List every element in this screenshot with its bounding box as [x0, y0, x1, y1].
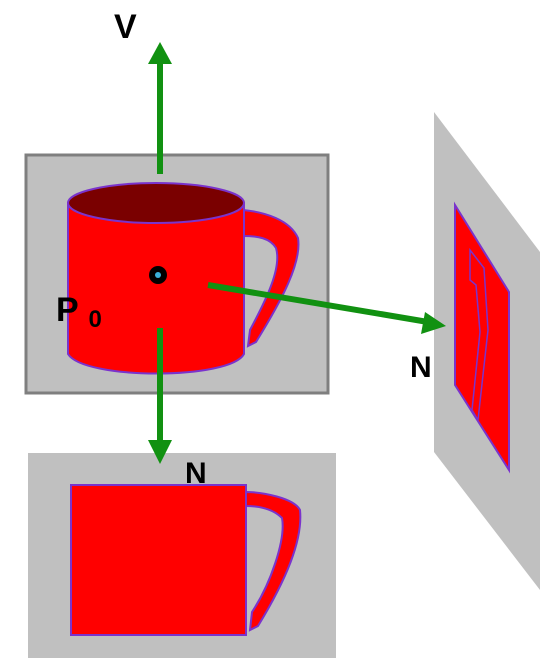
bottom-mug-body [70, 484, 247, 636]
bottom-mug [70, 484, 302, 636]
n-bottom-arrow [148, 328, 172, 464]
viewpoint-pupil [155, 272, 161, 278]
bottom-mug-handle [245, 490, 302, 632]
p0-label: P 0 [56, 291, 102, 333]
main-mug-body [67, 202, 245, 375]
right-mug-handle [469, 247, 489, 423]
main-mug [67, 182, 300, 375]
p0-label-main: P [56, 291, 78, 329]
v-arrow [148, 42, 172, 174]
right-mug [454, 201, 510, 474]
n-right-arrow [207, 282, 446, 334]
v-label: V [114, 8, 137, 46]
n-right-label: N [410, 351, 432, 384]
p0-label-subscript: 0 [89, 306, 102, 333]
main-mug-handle [242, 208, 300, 348]
main-mug-interior [67, 182, 245, 224]
n-bottom-label: N [185, 457, 207, 490]
